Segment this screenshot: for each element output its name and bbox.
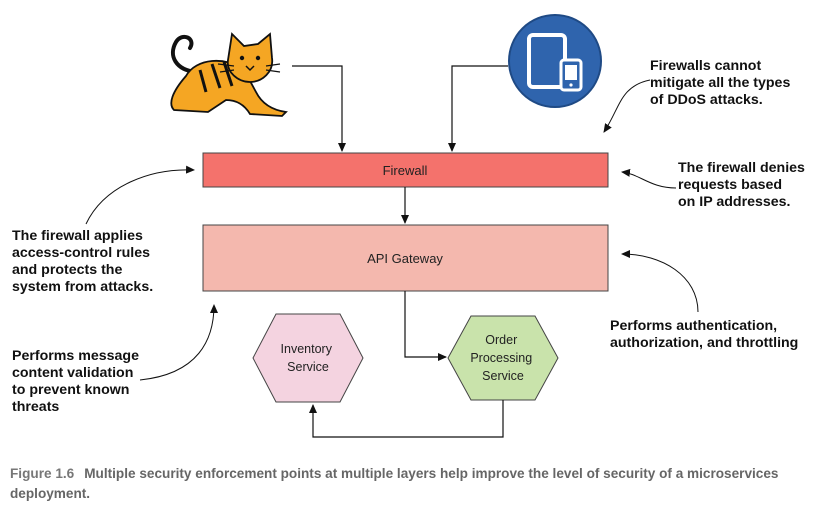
annotation-arrow-access-control [85,165,195,225]
annotation-firewalls-cannot: Firewalls cannot mitigate all the types … [650,58,791,108]
firewall-label: Firewall [383,163,428,178]
order-processing-service-label: Order Processing Service [470,333,535,383]
mobile-to-firewall-arrow [448,65,508,152]
annotation-performs-auth: Performs authentication, authorization, … [610,318,799,351]
annotation-arrow-ip [621,168,677,189]
figure-number: Figure 1.6 [10,466,75,481]
order-to-inventory-arrow [309,400,504,438]
mobile-devices-icon [508,14,602,108]
annotation-performs-validation: Performs message content validation to p… [12,348,139,415]
inventory-service-label: Inventory Service [281,342,336,374]
annotation-firewall-denies: The firewall denies requests based on IP… [678,160,805,210]
firewall-box [202,152,609,188]
figure-caption-text: Multiple security enforcement points at … [10,466,779,501]
annotation-firewall-applies: The firewall applies access-control rule… [12,228,154,295]
cat-to-firewall-arrow [292,65,346,152]
annotation-arrow-ddos [603,79,651,133]
api-gateway-box [202,224,609,292]
annotation-arrow-validation [139,304,218,381]
order-processing-service-hexagon [447,315,559,401]
annotation-arrow-auth [621,250,699,313]
tomcat-cat-icon [170,32,288,117]
api-gateway-label: API Gateway [367,251,443,266]
inventory-service-hexagon [252,313,364,403]
gateway-to-order-arrow [404,291,447,361]
